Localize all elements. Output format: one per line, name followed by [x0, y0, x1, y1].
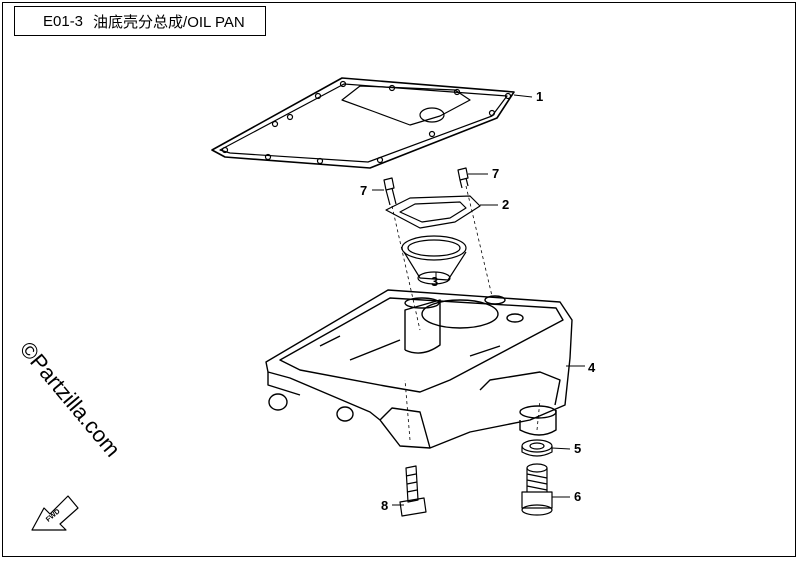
callout-2: 2 — [502, 197, 509, 212]
bolt-bottom[interactable] — [399, 465, 427, 517]
callout-1: 1 — [536, 89, 543, 104]
bolt-right[interactable] — [457, 167, 469, 189]
callout-3: 3 — [431, 274, 438, 289]
strainer-gasket[interactable] — [385, 195, 481, 229]
callout-7-right: 7 — [492, 166, 499, 181]
callout-4: 4 — [588, 360, 596, 375]
fwd-arrow-icon — [31, 495, 79, 531]
oil-strainer[interactable] — [401, 235, 467, 285]
callout-5: 5 — [574, 441, 581, 456]
drain-plug[interactable] — [521, 463, 553, 516]
callout-6: 6 — [574, 489, 581, 504]
callout-7-left: 7 — [360, 183, 367, 198]
bolt-left[interactable] — [383, 177, 397, 206]
leader-lines — [372, 94, 585, 506]
diagram-title: 油底壳分总成/OIL PAN — [93, 13, 245, 31]
drain-washer[interactable] — [521, 439, 553, 457]
alignment-lines — [391, 185, 541, 441]
diagram-code: E01-3 — [43, 12, 84, 30]
title-box: E01-3 油底壳分总成/OIL PAN — [14, 6, 266, 36]
oil-pan-body[interactable] — [265, 289, 573, 449]
oil-pan-gasket[interactable] — [211, 77, 515, 169]
callout-8: 8 — [381, 498, 388, 513]
